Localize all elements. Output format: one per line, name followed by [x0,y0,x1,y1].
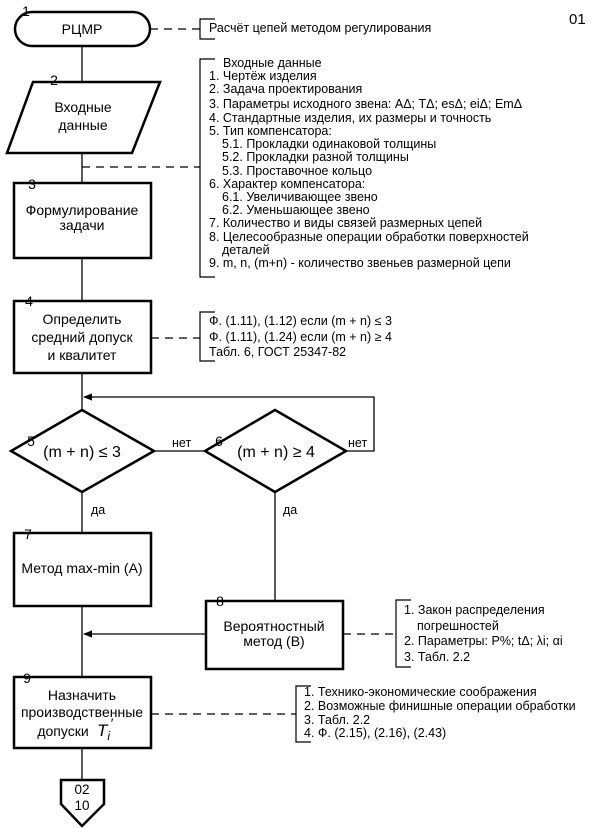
block-7-number: 7 [24,526,32,542]
block-5-number: 5 [27,433,35,449]
annotation-9-item: 3. Табл. 2.2 [304,712,371,727]
annotation-2-item: 9. m, n, (m+n) - количество звеньев разм… [209,256,511,271]
block-9-line3: допуски [37,723,88,739]
annotation-8-item: 2. Параметры: P%; tΔ; λi; αi [404,634,563,648]
block-7-label: Метод max-min (A) [21,560,142,576]
page-number: 01 [569,11,586,28]
annotation-2-item: 5.3. Проставочное кольцо [222,163,373,178]
annotation-1-text: Расчёт цепей методом регулирования [209,21,432,35]
block-4-process: Определить средний допуск и квалитет [12,299,153,375]
block-3-process: Формулирование задачи [12,181,153,260]
block-4-line1: Определить [43,311,122,327]
annotation-8: 1. Закон распределения погрешностей 2. П… [404,603,563,665]
block-7-process: Метод max-min (A) [12,531,153,608]
block-6-number: 6 [215,433,223,449]
block-3-line1: Формулирование [26,202,139,218]
block-2-line2: данные [58,117,107,133]
branch-yes-6: да [283,503,297,517]
block-9-symbol: Ti′ [97,715,114,743]
annotation-4: Ф. (1.11), (1.12) если (m + n) ≤ 3 Ф. (1… [209,314,392,361]
annotation-9-item: 2. Возможные финишные операции обработки [304,698,576,713]
annotation-2-item: 5.1. Прокладки одинаковой толщины [222,137,437,152]
annotation-2-item: 1. Чертёж изделия [209,69,317,84]
annotation-2-item: 8. Целесообразные операции обработки пов… [209,229,529,244]
annotation-8-item: погрешностей [417,618,499,633]
annotation-2-item: 4. Стандартные изделия, их размеры и точ… [209,110,492,125]
block-1-number: 1 [22,3,30,19]
annotation-brackets [199,18,411,743]
annotation-2-item: 6.2. Уменьшающее звено [222,203,370,218]
annotation-2-item: деталей [222,242,270,257]
block-8-number: 8 [216,593,224,609]
offpage-connector: 02 10 [59,778,106,828]
block-1-start: РЦМР [13,10,152,48]
block-4-line3: и квалитет [48,347,117,363]
block-5-label: (m + n) ≤ 3 [43,444,121,461]
connector-line2: 10 [74,798,89,813]
annotation-2-item: 7. Количество и виды связей размерных це… [209,216,483,231]
annotation-8-item: 3. Табл. 2.2 [404,649,471,664]
annotation-2-title: Входные данные [223,56,322,70]
annotation-2-item: 5.2. Прокладки разной толщины [222,150,409,165]
annotation-1: Расчёт цепей методом регулирования [209,21,432,35]
annotation-2-item: 2. Задача проектирования [209,82,363,97]
annotation-9: 1. Технико-экономические соображения 2. … [304,685,576,741]
block-1-label: РЦМР [62,21,103,37]
block-2-input: Входные данные [5,80,162,155]
block-9-line1: Назначить [48,687,116,703]
block-5-decision: (m + n) ≤ 3 [8,408,157,494]
branch-yes-5: да [91,503,105,517]
block-3-number: 3 [28,176,36,192]
branch-no-5: нет [172,436,191,450]
annotation-8-item: 1. Закон распределения [404,603,545,617]
block-8-process: Вероятностный метод (B) [204,599,345,671]
branch-no-6: нет [348,436,367,450]
annotation-2-item: 5. Тип компенсатора: [209,124,332,139]
annotation-4-item: Табл. 6, ГОСТ 25347-82 [209,345,347,359]
block-8-line2: метод (B) [243,633,304,649]
annotation-2-item: 6.1. Увеличивающее звено [222,190,378,205]
annotation-4-item: Ф. (1.11), (1.12) если (m + n) ≤ 3 [209,314,392,328]
block-9-line2: производственные [21,704,143,720]
block-4-line2: средний допуск [31,329,133,345]
block-4-number: 4 [25,293,33,309]
annotation-2: Входные данные 1. Чертёж изделия 2. Зада… [209,56,529,271]
annotation-leaders [82,28,396,715]
annotation-2-item: 3. Параметры исходного звена: AΔ; TΔ; es… [209,96,523,111]
block-9-number: 9 [23,670,31,686]
flow-lines [81,46,375,780]
annotation-2-item: 6. Характер компенсатора: [209,176,366,191]
block-2-number: 2 [50,72,58,88]
annotation-9-item: 1. Технико-экономические соображения [304,685,537,699]
annotation-9-item: 4. Ф. (2.15), (2.16), (2.43) [304,726,447,741]
block-3-line2: задачи [60,217,105,233]
block-6-decision: (m + n) ≥ 4 [202,408,349,494]
block-2-line1: Входные [54,99,111,115]
block-9-process: Назначить производственные допуски Ti′ [12,675,153,750]
block-6-label: (m + n) ≥ 4 [237,444,315,461]
block-8-line1: Вероятностный [223,618,324,634]
connector-line1: 02 [74,782,89,797]
annotation-4-item: Ф. (1.11), (1.24) если (m + n) ≥ 4 [209,329,392,344]
